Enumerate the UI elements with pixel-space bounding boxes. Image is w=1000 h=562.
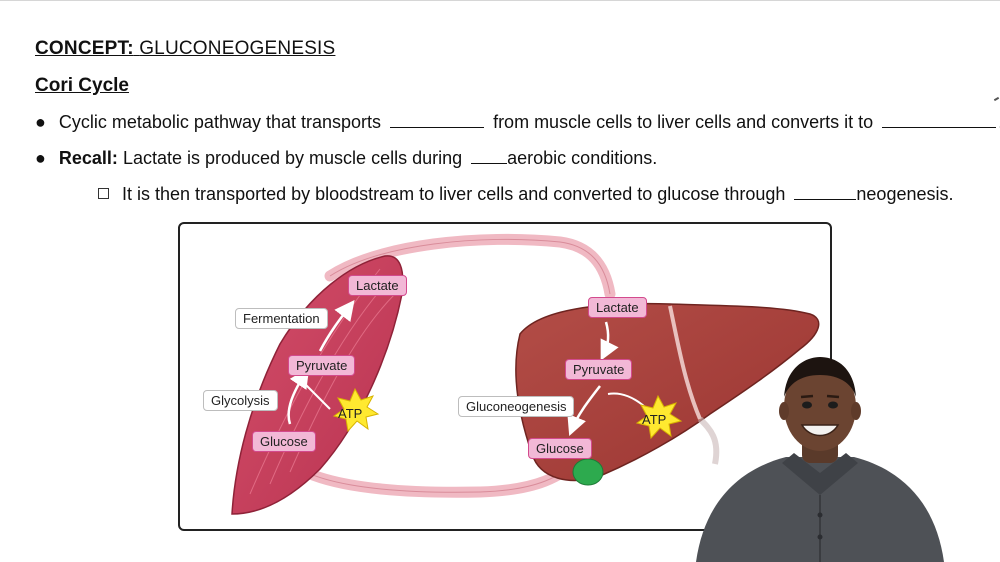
sub-bullet-text-a: It is then transported by bloodstream to… xyxy=(122,184,786,204)
top-border xyxy=(0,0,1000,1)
bullet-marker: ● xyxy=(35,112,46,132)
bullet-2-text-a: Lactate is produced by muscle cells duri… xyxy=(122,148,463,168)
cori-cycle-diagram: Lactate Fermentation Pyruvate Glycolysis… xyxy=(178,222,832,531)
blank-3 xyxy=(471,147,508,164)
diagram-graphics xyxy=(231,233,820,515)
bullet-1-text-b: from muscle cells to liver cells and con… xyxy=(493,112,874,132)
blank-2 xyxy=(882,111,997,128)
liver-glucose-tag: Glucose xyxy=(528,438,592,459)
bullet-marker: ● xyxy=(35,148,46,168)
concept-heading: CONCEPT: GLUCONEOGENESIS xyxy=(35,38,335,60)
liver-lactate-tag: Lactate xyxy=(588,297,647,318)
fermentation-tag: Fermentation xyxy=(235,308,328,329)
bullet-1: ● Cyclic metabolic pathway that transpor… xyxy=(35,111,1000,133)
bullet-1-text-a: Cyclic metabolic pathway that transports xyxy=(58,112,382,132)
blank-4 xyxy=(794,183,857,200)
vessel-top-edge xyxy=(329,238,611,295)
concept-prefix: CONCEPT: xyxy=(35,38,134,59)
atp-star-liver xyxy=(635,394,683,440)
concept-title: GLUCONEOGENESIS xyxy=(139,38,336,59)
muscle-atp-label: ATP xyxy=(338,406,363,421)
sub-bullet: It is then transported by bloodstream to… xyxy=(98,183,953,205)
presenter-avatar xyxy=(696,357,944,562)
recall-label: Recall: xyxy=(58,148,118,168)
gluconeogenesis-tag: Gluconeogenesis xyxy=(458,396,575,417)
subtitle: Cori Cycle xyxy=(35,75,129,96)
glycolysis-tag: Glycolysis xyxy=(203,390,278,411)
liver-atp-label: ATP xyxy=(642,412,667,427)
bullet-2: ● Recall: Lactate is produced by muscle … xyxy=(35,147,657,169)
muscle-glucose-tag: Glucose xyxy=(252,431,316,452)
stray-mark xyxy=(993,96,1000,102)
bullet-1-text-c: . xyxy=(998,112,1000,132)
muscle-lactate-tag: Lactate xyxy=(348,275,407,296)
blank-1 xyxy=(390,111,485,128)
sub-bullet-text-b: neogenesis. xyxy=(856,184,954,204)
checkbox-icon xyxy=(98,187,109,199)
liver-pyruvate-tag: Pyruvate xyxy=(565,359,633,380)
muscle-pyruvate-tag: Pyruvate xyxy=(288,355,356,376)
bullet-2-text-b: aerobic conditions. xyxy=(507,148,658,168)
atp-star-muscle xyxy=(332,387,380,433)
gallbladder xyxy=(572,458,604,486)
